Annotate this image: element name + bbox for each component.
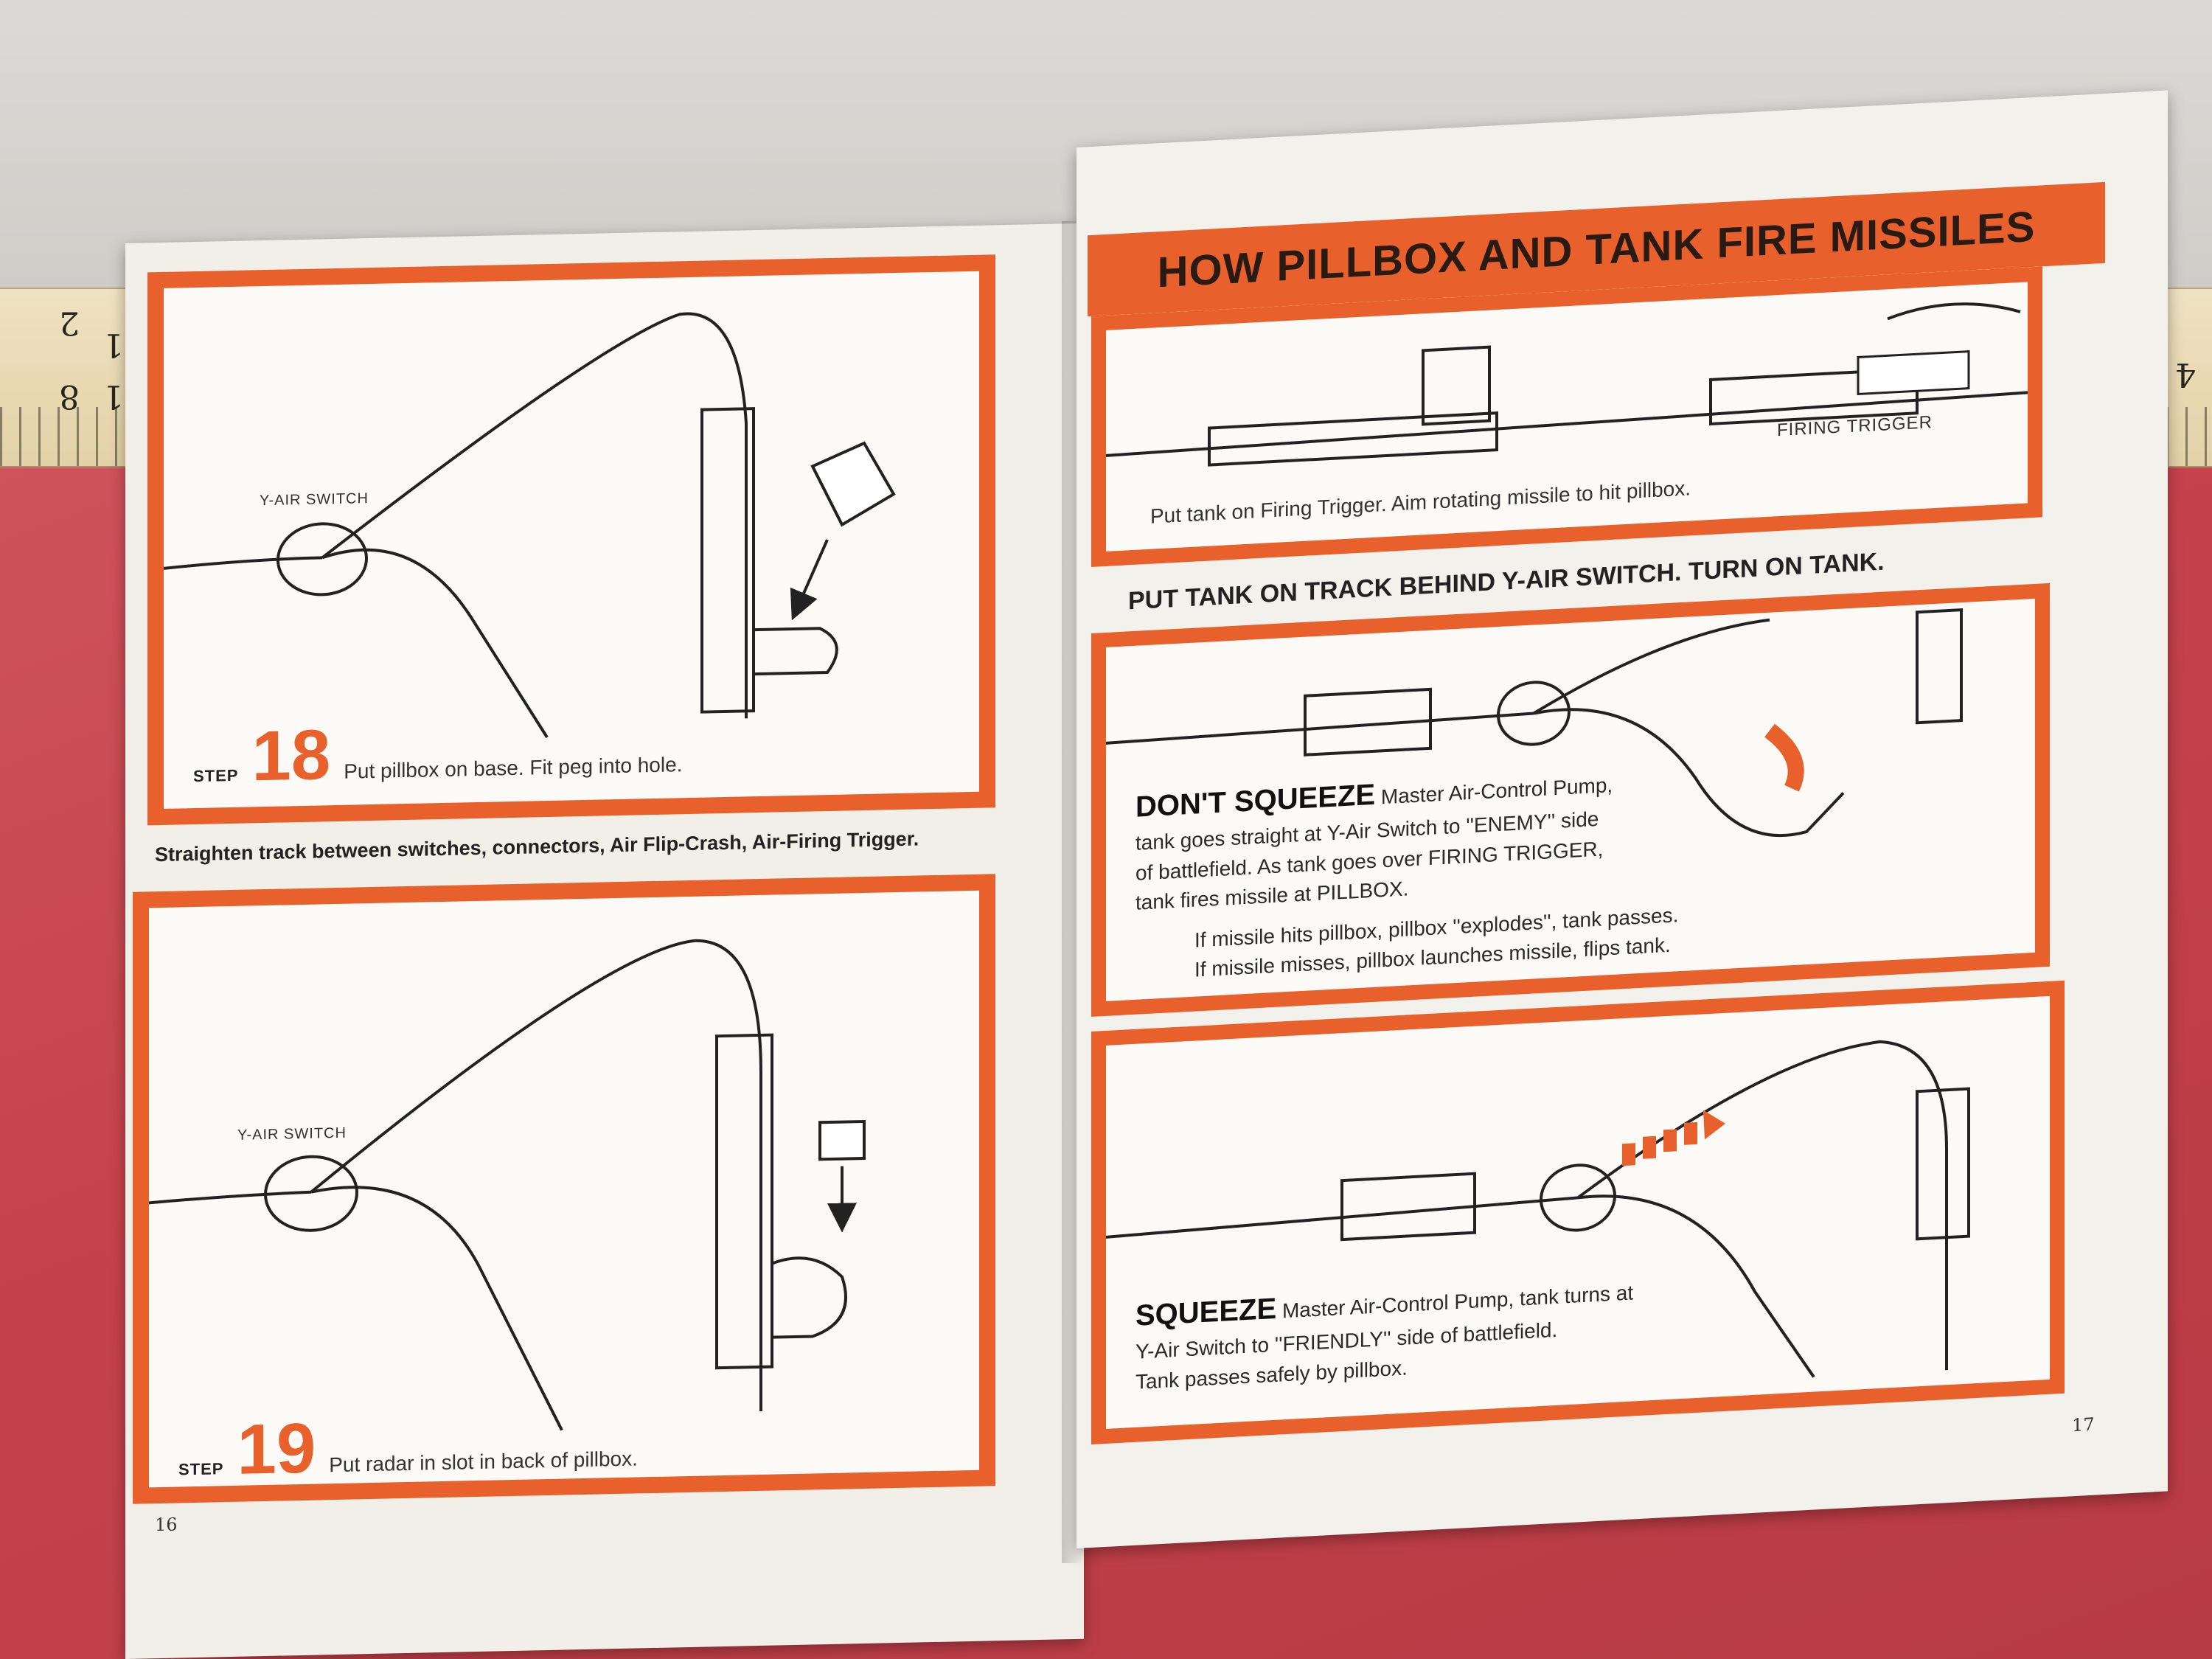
- dont-squeeze-lead: DON'T SQUEEZE: [1135, 778, 1376, 824]
- ruler-mark: 4: [2175, 355, 2196, 393]
- step-text: Put pillbox on base. Fit peg into hole.: [344, 753, 683, 783]
- y-air-switch-label: Y-AIR SWITCH: [237, 1124, 347, 1144]
- firing-trigger-panel: FIRING TRIGGER Put tank on Firing Trigge…: [1091, 266, 2042, 567]
- page-number-left: 16: [155, 1514, 178, 1536]
- step-number: 19: [237, 1408, 316, 1489]
- step18-panel: Y-AIR SWITCH STEP 18 Put pillbox on base…: [147, 254, 995, 826]
- y-air-switch-label: Y-AIR SWITCH: [260, 490, 369, 509]
- dont-squeeze-diagram: [1106, 608, 1963, 838]
- page-number-right: 17: [2072, 1413, 2095, 1436]
- step18-diagram: [164, 312, 896, 739]
- step19-panel: Y-AIR SWITCH STEP 19 Put radar in slot i…: [133, 874, 995, 1504]
- dont-squeeze-panel: DON'T SQUEEZE Master Air-Control Pump, t…: [1091, 582, 2050, 1017]
- ruler-mark: 1: [103, 326, 124, 364]
- ruler-mark: 8: [59, 378, 80, 415]
- squeeze-panel: SQUEEZE Master Air-Control Pump, tank tu…: [1091, 980, 2065, 1444]
- line: Master Air-Control Pump,: [1380, 773, 1613, 809]
- squeeze-lead: SQUEEZE: [1135, 1292, 1277, 1332]
- middle-caption: Straighten track between switches, conne…: [155, 827, 919, 866]
- squeeze-diagram: [1106, 1040, 1970, 1378]
- step-word: STEP: [178, 1459, 224, 1479]
- step18-instruction: STEP 18 Put pillbox on base. Fit peg int…: [193, 712, 683, 796]
- step19-instruction: STEP 19 Put radar in slot in back of pil…: [178, 1406, 638, 1489]
- instruction-booklet: Y-AIR SWITCH STEP 18 Put pillbox on base…: [125, 90, 2175, 1659]
- ruler-mark: 1: [103, 378, 124, 415]
- dont-squeeze-text: DON'T SQUEEZE Master Air-Control Pump, t…: [1135, 757, 1678, 989]
- firing-trigger-diagram: [1106, 302, 2028, 467]
- right-page: HOW PILLBOX AND TANK FIRE MISSILES FIRIN…: [1077, 90, 2168, 1548]
- left-page: Y-AIR SWITCH STEP 18 Put pillbox on base…: [125, 223, 1084, 1659]
- step-word: STEP: [193, 765, 239, 786]
- step19-diagram: [149, 939, 866, 1431]
- ruler-mark: 2: [59, 304, 80, 341]
- step-text: Put radar in slot in back of pillbox.: [329, 1447, 638, 1477]
- step-number: 18: [251, 715, 331, 796]
